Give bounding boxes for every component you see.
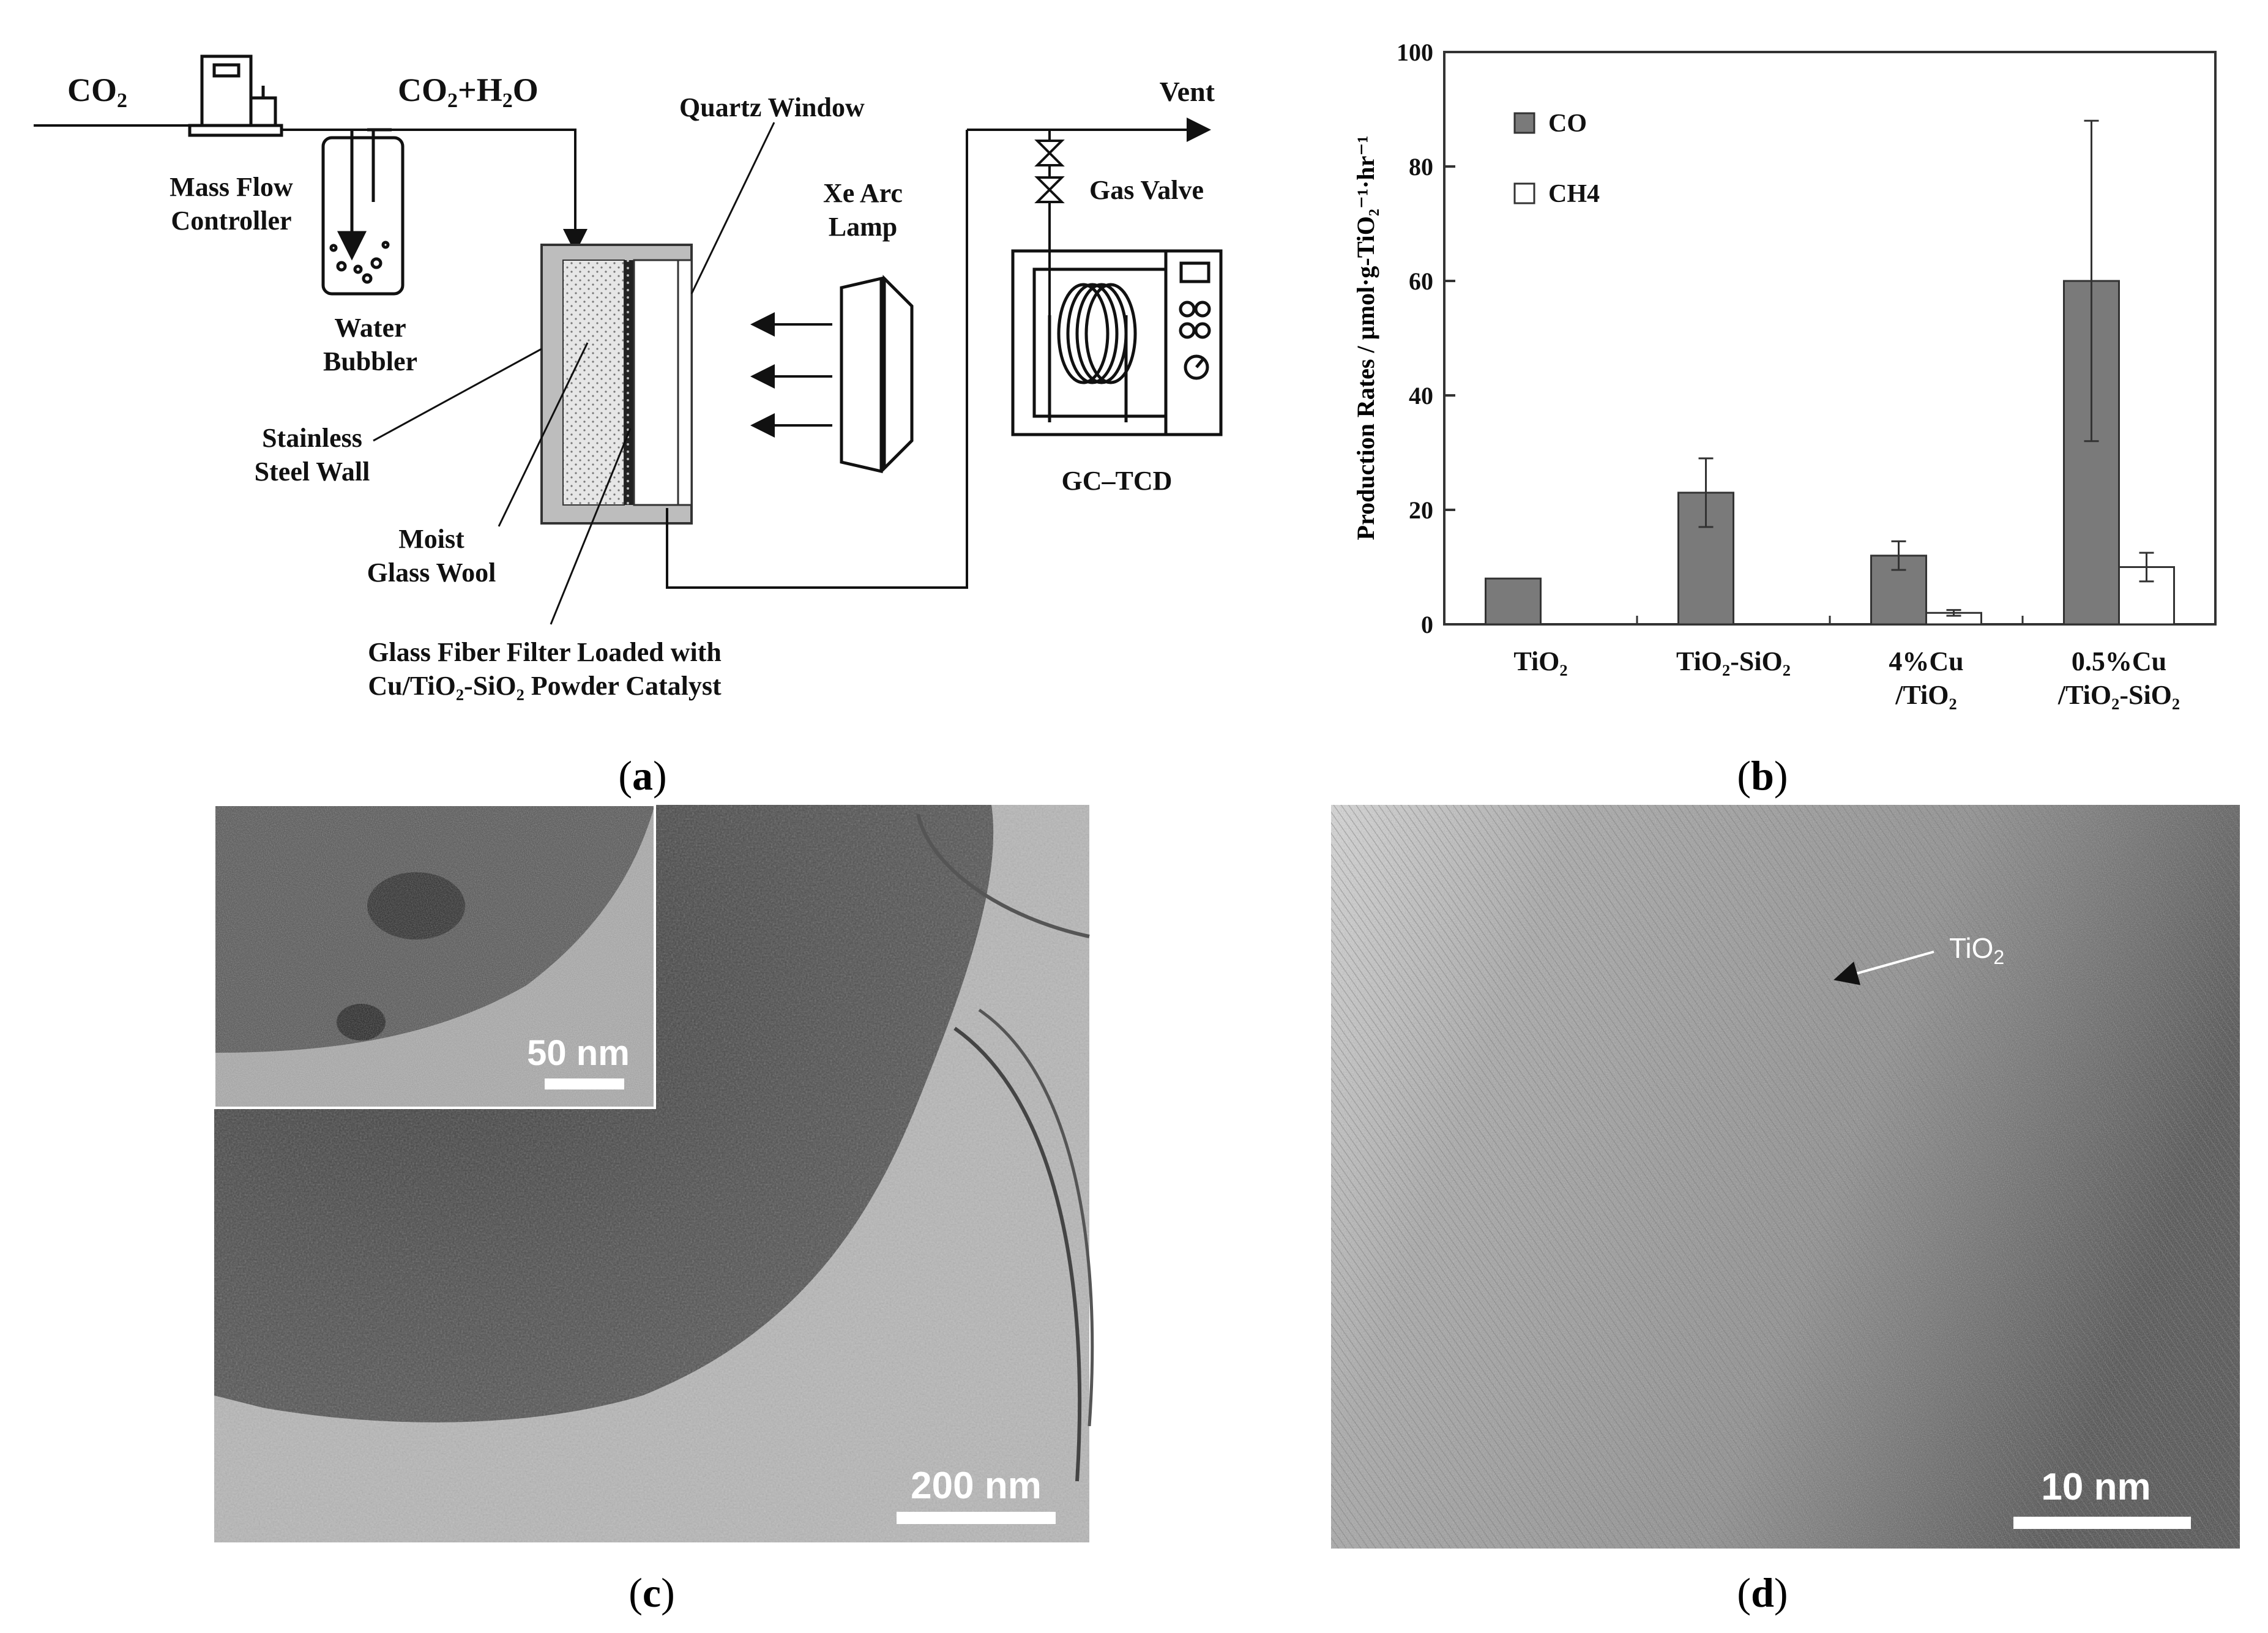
lamp-label-line2: Lamp	[829, 212, 897, 242]
y-tick-label: 0	[1421, 611, 1433, 638]
caption-b: (b)	[1737, 752, 1788, 799]
steel-wall-label-line1: Stainless	[262, 423, 362, 453]
light-arrows	[750, 312, 832, 438]
steel-wall-label-line2: Steel Wall	[255, 457, 370, 487]
gc-tcd-icon	[1011, 249, 1223, 436]
tio2-annotation: TiO2	[1949, 932, 2004, 968]
x-category-label: TiO₂-SiO₂	[1676, 646, 1791, 676]
x-category-label: /TiO₂-SiO₂	[2057, 680, 2180, 710]
inset-scale-bar	[545, 1078, 624, 1089]
x-category-label: /TiO₂	[1895, 680, 1957, 710]
main-scale-bar	[897, 1512, 1056, 1524]
quartz-window	[633, 259, 693, 506]
photoreactor	[540, 244, 693, 525]
caption-c: (c)	[629, 1569, 675, 1616]
bars	[1485, 119, 2175, 626]
y-tick-label: 80	[1409, 153, 1433, 181]
caption-d: (d)	[1737, 1569, 1788, 1616]
bubbler-label-line2: Bubbler	[323, 346, 417, 376]
y-tick-label: 20	[1409, 496, 1433, 524]
co2-inlet-label: CO2	[67, 72, 127, 112]
y-tick-label: 100	[1397, 39, 1433, 66]
x-category-label: 4%Cu	[1889, 646, 1963, 676]
y-axis-label: Production Rates / µmol·g-TiO₂⁻¹·hr⁻¹	[1352, 136, 1379, 540]
y-tick-label: 60	[1409, 267, 1433, 295]
y-axis: 0 20 40 60 80 100	[1397, 39, 1455, 638]
xe-arc-lamp-icon	[840, 274, 914, 474]
moist-glass-wool	[562, 260, 625, 506]
legend-label-co: CO	[1548, 110, 1587, 138]
mass-flow-controller-icon	[188, 54, 283, 137]
outlet-line	[666, 130, 968, 589]
co2-h2o-label: CO2+H2O	[398, 72, 539, 112]
legend: CO CH4	[1513, 110, 1600, 208]
tio2-arrow	[1833, 951, 1934, 985]
inset-scale-label: 50 nm	[527, 1033, 630, 1073]
y-tick-label: 40	[1409, 382, 1433, 409]
glass-fiber-filter	[624, 260, 634, 505]
bar-co-3	[1870, 555, 1927, 626]
mfc-label-line2: Controller	[171, 206, 291, 236]
x-axis-labels: TiO₂ TiO₂-SiO₂ 4%Cu/TiO₂ 0.5%Cu/TiO₂-SiO₂	[1513, 646, 2180, 710]
lamp-label-line1: Xe Arc	[823, 178, 903, 208]
glass-wool-label-line1: Moist	[398, 524, 464, 554]
water-bubbler-icon	[321, 128, 405, 296]
filter-label-line1: Glass Fiber Filter Loaded with	[368, 637, 722, 667]
co2-h2o-line	[392, 129, 588, 253]
main-scale-label: 200 nm	[911, 1465, 1042, 1507]
legend-label-ch4: CH4	[1548, 180, 1600, 208]
legend-swatch-ch4	[1513, 182, 1535, 204]
legend-swatch-co	[1513, 112, 1535, 134]
hrtem-scale-label: 10 nm	[2041, 1466, 2150, 1508]
gas-valve-icon	[1034, 130, 1065, 315]
filter-label-line2: Cu/TiO₂-SiO₂ Powder Catalyst	[368, 671, 722, 701]
gas-valve-label: Gas Valve	[1089, 175, 1204, 205]
x-category-label: 0.5%Cu	[2072, 646, 2166, 676]
caption-a: (a)	[618, 752, 666, 799]
panel-d-hrtem-image: TiO2 10 nm	[1331, 805, 2240, 1549]
panel-a-schematic: CO2 Mass Flow Controller Water	[34, 54, 1223, 701]
gc-tcd-label: GC–TCD	[1062, 466, 1173, 496]
vent-label: Vent	[1160, 76, 1215, 107]
hrtem-scale-bar	[2013, 1517, 2191, 1529]
glass-wool-label-line2: Glass Wool	[367, 558, 496, 588]
mfc-label-line1: Mass Flow	[170, 172, 293, 202]
bar-co-1	[1485, 577, 1542, 626]
bar-co-4	[2063, 280, 2120, 626]
bubbler-label-line1: Water	[334, 313, 406, 343]
panel-c-tem-image: 50 nm 200 nm	[213, 804, 1094, 1542]
inset-tem: 50 nm	[213, 804, 656, 1109]
x-category-label: TiO₂	[1513, 646, 1567, 676]
quartz-window-label: Quartz Window	[679, 92, 865, 122]
panel-b-bar-chart: 0 20 40 60 80 100 TiO₂ TiO₂-SiO₂ 4%Cu/TiO₂ 0.5%C…	[1352, 39, 2217, 710]
